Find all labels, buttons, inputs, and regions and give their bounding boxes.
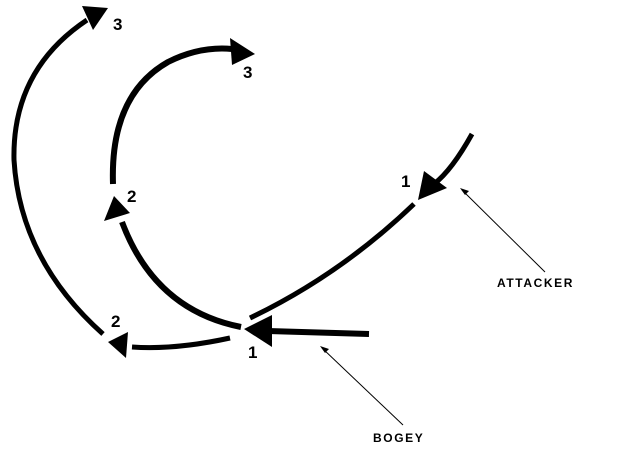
attacker-pursuit-curve	[248, 202, 416, 321]
attacker-position-1-label: 1	[401, 172, 410, 191]
bogey-inner-turn-path-b	[109, 45, 233, 185]
bogey-outer-position-3-arrowhead	[82, 6, 108, 30]
attacker-position-1-arrowhead	[418, 171, 447, 200]
bogey-inner-turn-path-a	[119, 220, 242, 330]
bogey-outer-turn-path-a	[131, 335, 231, 351]
bogey-inner-position-3-label: 3	[243, 63, 252, 82]
bogey-outer-position-2-arrowhead	[108, 332, 128, 358]
attacker-pointer-line	[461, 189, 546, 273]
attacker-incoming-path	[432, 132, 475, 186]
bogey-label: BOGEY	[373, 431, 424, 445]
bogey-outer-position-2-label: 2	[111, 312, 120, 331]
bogey-incoming-path	[267, 328, 370, 337]
bogey-pointer-tip	[320, 346, 329, 353]
bogey-outer-turn-path-b	[11, 17, 105, 336]
bogey-position-1-arrowhead	[244, 315, 272, 347]
attacker-label: ATTACKER	[497, 276, 574, 290]
bogey-position-1-label: 1	[248, 343, 257, 362]
bogey-pointer-line	[321, 347, 404, 426]
attacker-pointer-tip	[460, 188, 469, 195]
bogey-inner-position-2-arrowhead	[104, 196, 130, 221]
bogey-outer-position-3-label: 3	[113, 15, 122, 34]
bogey-inner-position-2-label: 2	[127, 187, 136, 206]
bogey-inner-position-3-arrowhead	[230, 38, 255, 65]
